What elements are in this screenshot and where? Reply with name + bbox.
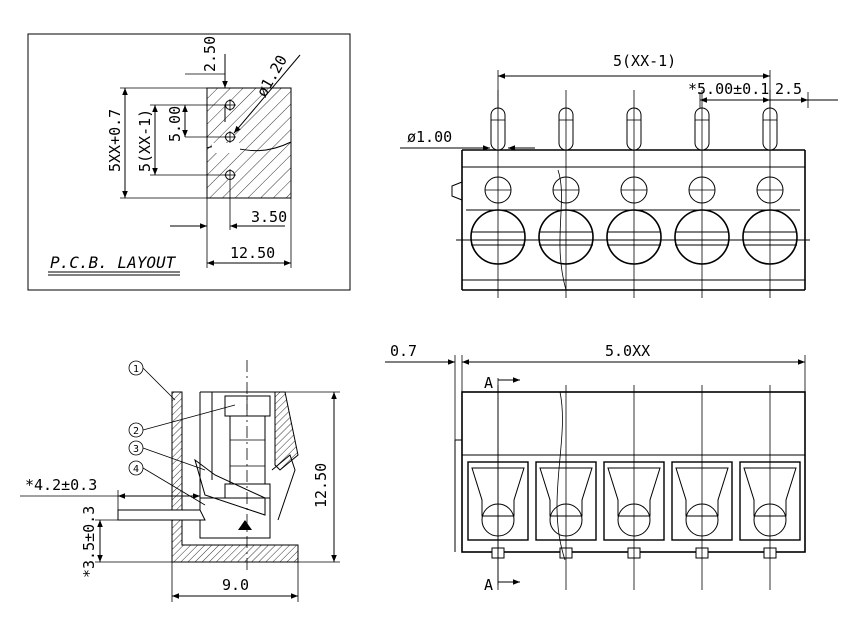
side-callout-1: 1 — [128, 360, 176, 401]
front-dim-pitch: *5.00±0.1 — [688, 80, 769, 98]
svg-text:1: 1 — [133, 364, 139, 375]
top-wire-slot — [603, 385, 665, 590]
front-dim-span: 5(XX-1) — [613, 52, 676, 70]
front-dim-edge: 2.5 — [775, 80, 802, 98]
side-view: 1 2 3 4 12.50 9.0 *4. — [20, 360, 340, 602]
side-clamp-arrow — [238, 520, 252, 530]
front-terminal-unit — [470, 90, 526, 298]
svg-text:2: 2 — [133, 426, 139, 437]
pcb-layout-frame — [27, 33, 351, 291]
pcb-dim-total-outer: 5XX+0.7 — [106, 109, 124, 172]
side-callout-4: 4 — [128, 460, 206, 506]
side-dim-pin-height: *3.5±0.3 — [80, 506, 98, 578]
pcb-dim-pitch: 5.00 — [166, 106, 184, 142]
front-terminal-unit — [606, 90, 662, 298]
side-dim-width: 9.0 — [222, 576, 249, 594]
section-label-bottom: A — [484, 576, 493, 594]
side-callout-3: 3 — [128, 440, 206, 471]
front-view: 5(XX-1) *5.00±0.1 2.5 ø1.00 — [400, 52, 838, 298]
top-dim-total: 5.0XX — [605, 342, 650, 360]
front-terminal-unit — [538, 90, 594, 298]
side-screw-body — [229, 415, 266, 487]
top-wire-slot — [671, 385, 733, 590]
side-callout-2: 2 — [128, 404, 236, 438]
side-pin — [117, 509, 206, 521]
top-dim-left: 0.7 — [390, 342, 417, 360]
side-dim-height: 12.50 — [312, 463, 330, 508]
front-dim-pin: ø1.00 — [407, 128, 452, 146]
pcb-dim-width: 12.50 — [230, 244, 275, 262]
side-dim-pin-offset: *4.2±0.3 — [25, 476, 97, 494]
pcb-dim-offset: 3.50 — [251, 208, 287, 226]
pcb-dim-top: 2.50 — [201, 36, 219, 72]
pcb-layout-panel: 2.50 ø1.20 5.00 5XX+0.7 5(XX-1) 3.50 12.… — [27, 33, 351, 291]
top-wire-slot — [739, 385, 801, 590]
svg-text:4: 4 — [133, 464, 139, 475]
front-terminal-unit — [674, 90, 730, 298]
section-label-top: A — [484, 374, 493, 392]
pcb-dim-total-inner: 5(XX-1) — [136, 109, 154, 172]
svg-text:3: 3 — [133, 444, 139, 455]
front-terminal-unit — [742, 90, 798, 298]
top-wire-slot — [535, 385, 597, 590]
pcb-layout-title: P.C.B. LAYOUT — [50, 253, 177, 272]
top-view: 0.7 5.0XX A A — [385, 342, 806, 594]
